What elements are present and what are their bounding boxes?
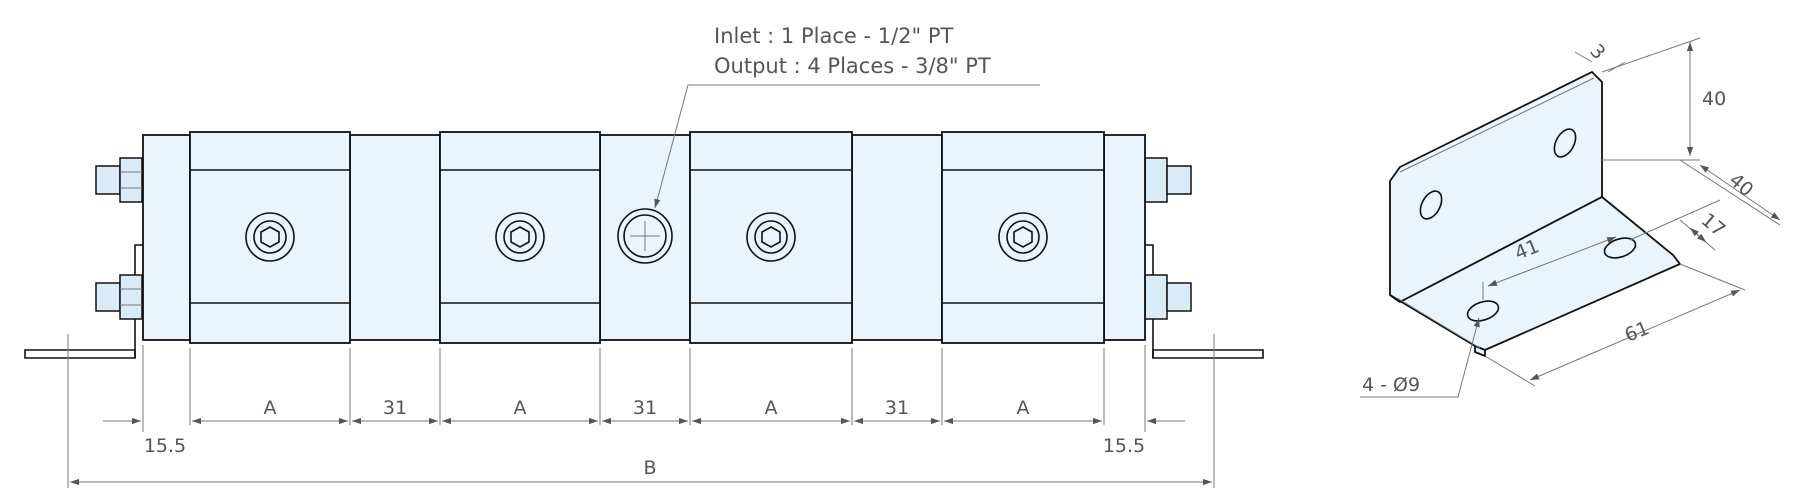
spacer-inlet bbox=[599, 134, 691, 341]
left-bracket-upright bbox=[134, 244, 143, 358]
dim-end-right: 15.5 bbox=[1103, 435, 1145, 457]
spacer-1 bbox=[349, 134, 441, 341]
output-note: Output : 4 Places - 3/8" PT bbox=[714, 54, 991, 78]
left-end-bolts bbox=[95, 157, 143, 320]
bracket-holes-note: 4 - Ø9 bbox=[1362, 374, 1420, 396]
right-bracket-upright bbox=[1145, 244, 1154, 358]
dim-overall: B bbox=[643, 457, 656, 479]
bracket-dim-depth: 40 bbox=[1725, 169, 1758, 201]
left-flange bbox=[24, 349, 136, 359]
dim-gap-2: 31 bbox=[633, 397, 657, 419]
bracket-hole-lower-left bbox=[1466, 300, 1500, 322]
dim-a-3: A bbox=[765, 397, 778, 419]
right-end-cap bbox=[1103, 134, 1146, 341]
dim-end-left: 15.5 bbox=[144, 435, 186, 457]
bracket-dim-length: 61 bbox=[1622, 317, 1653, 346]
bracket-isometric bbox=[1389, 70, 1682, 358]
dim-gap-1: 31 bbox=[383, 397, 407, 419]
spacer-3 bbox=[851, 134, 943, 341]
inlet-port bbox=[617, 208, 673, 264]
inlet-note: Inlet : 1 Place - 1/2" PT bbox=[714, 24, 954, 48]
dim-gap-3: 31 bbox=[885, 397, 909, 419]
gear-section-2 bbox=[439, 131, 601, 344]
bracket-dimension-lines bbox=[1360, 37, 1781, 398]
right-end-bolts bbox=[1144, 157, 1192, 320]
dim-a-4: A bbox=[1017, 397, 1030, 419]
right-flange bbox=[1152, 349, 1264, 359]
bracket-hole-upper-left bbox=[1419, 190, 1443, 220]
gear-section-3 bbox=[689, 131, 853, 344]
dim-a-2: A bbox=[514, 397, 527, 419]
dimension-lines bbox=[70, 417, 1212, 486]
gear-section-4 bbox=[941, 131, 1105, 344]
left-end-cap bbox=[142, 134, 191, 341]
gear-section-1 bbox=[189, 131, 351, 344]
bracket-hole-upper-right bbox=[1553, 128, 1577, 158]
dim-a-1: A bbox=[264, 397, 277, 419]
bracket-dim-height: 40 bbox=[1702, 88, 1726, 110]
extension-lines bbox=[67, 334, 1215, 488]
bracket-dim-hole-offset: 17 bbox=[1697, 209, 1730, 241]
front-view bbox=[24, 131, 1264, 359]
port-note-leader bbox=[654, 84, 1040, 209]
